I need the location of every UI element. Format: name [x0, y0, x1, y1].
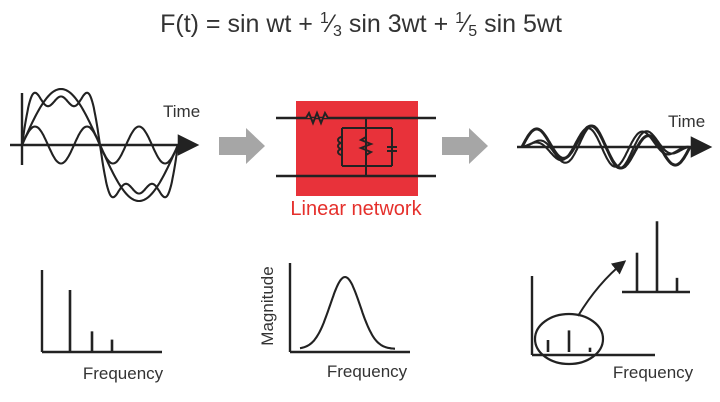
resistor-icon	[305, 110, 329, 126]
zoom-ellipse	[533, 312, 605, 366]
time-label-left: Time	[163, 102, 200, 121]
frequency-label-left: Frequency	[83, 364, 164, 383]
time-label-right: Time	[668, 112, 705, 131]
input-waveform-plot: Time	[10, 87, 200, 203]
resistor-inductor-network-icon	[337, 118, 397, 176]
output-waveform-plot: Time	[517, 112, 713, 170]
frequency-label-middle: Frequency	[327, 362, 408, 381]
response-curve	[299, 275, 395, 350]
gray-right-arrow-icon	[442, 128, 488, 164]
network-label: Linear network	[290, 198, 422, 220]
formula-title: F(t) = sin wt + 1⁄3 sin 3wt + 1⁄5 sin 5w…	[160, 10, 562, 40]
linear-network-block: Linear network	[276, 101, 436, 220]
input-spectrum-plot: Frequency	[40, 270, 164, 383]
frequency-label-right: Frequency	[613, 363, 694, 382]
network-box	[296, 101, 418, 196]
curved-zoom-arrow-icon	[577, 260, 627, 317]
input-wave-composite	[20, 91, 180, 199]
magnitude-label: Magnitude	[258, 266, 277, 345]
output-wave-c	[520, 124, 692, 170]
output-spectrum-plot: Frequency	[530, 221, 694, 382]
gray-right-arrow-icon	[219, 128, 265, 164]
magnitude-response-plot: Magnitude Frequency	[258, 263, 410, 381]
